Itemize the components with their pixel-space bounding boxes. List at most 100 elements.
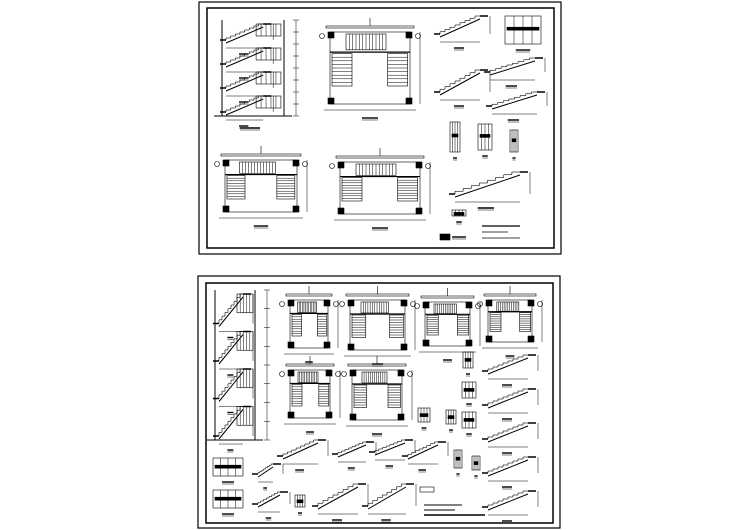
column: [287, 411, 295, 419]
sheet-2-outer-border: [197, 275, 561, 529]
cad-rect: [335, 155, 425, 159]
column: [292, 159, 300, 167]
column: [349, 413, 357, 421]
cad-rect: [285, 363, 335, 367]
cad-line: [454, 174, 521, 198]
cad-line: [317, 486, 359, 510]
cad-line: [218, 371, 244, 402]
column: [214, 464, 242, 469]
cad-line: [218, 409, 244, 440]
column: [296, 499, 304, 504]
cad-rect: [420, 295, 475, 299]
cad-rect: [483, 293, 537, 297]
column: [485, 299, 493, 307]
cad-line: [225, 74, 264, 92]
cad-line: [439, 18, 481, 38]
cad-rect: [291, 384, 303, 407]
cad-line: [374, 442, 406, 456]
column: [527, 335, 535, 343]
column: [463, 388, 475, 392]
sheet-2-inner-border: [205, 282, 554, 524]
cad-line: [487, 493, 529, 511]
axis-bubble: [414, 303, 420, 309]
sheet-1-drawings: [214, 15, 548, 241]
column: [506, 26, 540, 31]
column: [325, 369, 333, 377]
column: [222, 205, 230, 213]
cad-rect: [424, 301, 471, 347]
cad-line: [439, 72, 481, 96]
column: [327, 97, 335, 105]
column: [479, 134, 491, 138]
axis-bubble: [335, 371, 341, 377]
cad-rect: [276, 175, 296, 200]
column: [325, 411, 333, 419]
column: [463, 418, 475, 422]
cad-rect: [341, 177, 363, 202]
cad-rect: [255, 47, 282, 61]
cad-rect: [289, 369, 331, 419]
axis-bubble: [341, 371, 347, 377]
cad-rect: [347, 363, 407, 367]
cad-line: [487, 425, 529, 443]
column: [287, 341, 295, 349]
cad-rect: [339, 161, 421, 215]
cad-line: [487, 357, 529, 375]
cad-line: [257, 466, 274, 478]
column: [465, 339, 473, 347]
cad-line: [367, 486, 407, 510]
cad-rect: [389, 314, 404, 338]
axis-bubble: [415, 33, 421, 39]
cad-rect: [291, 314, 302, 337]
cad-rect: [224, 159, 298, 213]
cad-line: [489, 60, 536, 76]
column: [453, 212, 465, 216]
cad-rect: [387, 384, 401, 408]
column: [347, 343, 355, 351]
sheet-2-drawings: [207, 286, 543, 524]
column: [337, 207, 345, 215]
cad-line: [337, 444, 367, 458]
axis-bubble: [425, 163, 431, 169]
cad-rect: [325, 25, 415, 29]
column: [415, 161, 423, 169]
sheet-1-inner-border: [206, 7, 555, 249]
cad-rect: [285, 293, 333, 297]
axis-bubble: [339, 301, 345, 307]
axis-bubble: [319, 33, 325, 39]
cad-rect: [220, 153, 302, 157]
cad-line: [257, 494, 281, 508]
column: [323, 341, 331, 349]
cad-rect: [255, 23, 282, 37]
axis-bubble: [475, 303, 481, 309]
cad-rect: [387, 53, 408, 87]
column: [485, 335, 493, 343]
cad-rect: [419, 486, 435, 493]
column: [400, 343, 408, 351]
cad-rect: [318, 384, 330, 407]
cad-rect: [351, 314, 367, 338]
column: [349, 369, 357, 377]
column: [405, 31, 413, 39]
cad-rect: [236, 331, 254, 351]
axis-bubble: [279, 301, 285, 307]
cad-line: [218, 296, 244, 327]
sheet-1-outer-border: [198, 1, 562, 255]
column: [422, 339, 430, 347]
column: [287, 299, 295, 307]
column: [439, 233, 451, 241]
cad-line: [487, 391, 529, 409]
cad-line: [491, 94, 538, 110]
cad-rect: [255, 71, 282, 85]
column: [327, 31, 335, 39]
column: [464, 358, 472, 362]
cad-rect: [236, 293, 254, 314]
column: [419, 413, 429, 417]
cad-line: [225, 98, 264, 116]
column: [511, 138, 517, 143]
cad-rect: [236, 406, 254, 426]
cad-rect: [236, 368, 254, 389]
cad-rect: [329, 31, 411, 105]
column: [473, 461, 479, 465]
